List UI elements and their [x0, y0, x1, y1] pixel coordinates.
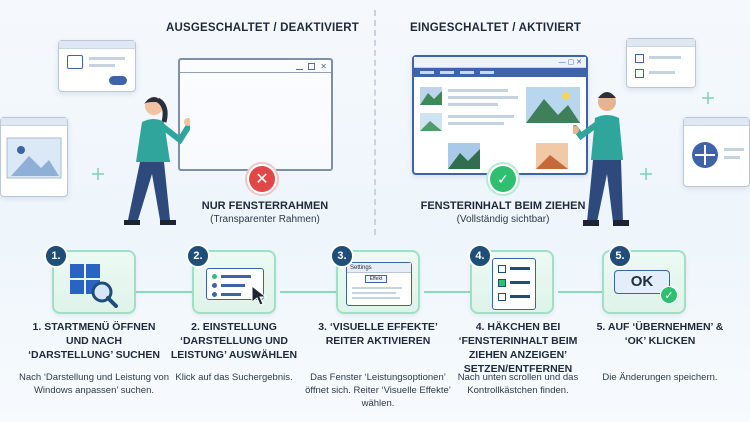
- minimize-icon: [296, 63, 304, 70]
- disabled-badge: ✕: [245, 162, 279, 196]
- step-2-card: [192, 250, 276, 314]
- decor-profile-window: [58, 40, 136, 92]
- check-icon: ✓: [490, 166, 516, 192]
- mini-window-tab: Effekt: [365, 275, 387, 283]
- decor-windows-window: [683, 117, 750, 187]
- full-content-window: — ▢ ✕: [412, 55, 588, 175]
- off-subcaption: (Transparenter Rahmen): [210, 214, 320, 225]
- step-2-description: Klick auf das Suchergebnis.: [175, 372, 293, 383]
- step-connector: [558, 291, 602, 293]
- step-1-title: 1. Startmenü öffnen und nach ‘Darstellun…: [28, 321, 160, 361]
- user-icon: [67, 55, 83, 69]
- checkbox-icon: [635, 54, 644, 63]
- decor-checklist-window: [626, 38, 696, 88]
- mini-window-title: Settings: [347, 263, 411, 273]
- landscape-icon: [448, 143, 480, 169]
- landscape-icon: [526, 87, 580, 123]
- off-title: AUSGESCHALTET / DEAKTIVIERT: [166, 22, 360, 34]
- on-caption: FENSTERINHALT BEIM ZIEHEN: [420, 200, 586, 212]
- step-5-title: 5. Auf ‘Übernehmen’ & ‘OK’ klicken: [596, 321, 724, 347]
- step-4-title: 4. Häkchen bei ‘Fensterinhalt beim Ziehe…: [458, 321, 578, 375]
- sparkle-icon: [702, 92, 714, 104]
- settings-window-icon: Settings Effekt: [346, 262, 412, 306]
- step-3-description: Das Fenster ‘Leistungsoptionen’ öffnet s…: [305, 372, 451, 409]
- step-connector: [136, 291, 192, 293]
- step-5-card: OK ✓: [602, 250, 686, 314]
- close-icon: ✕: [249, 166, 275, 192]
- windows-logo-icon: [692, 142, 718, 168]
- step-connector: [424, 291, 470, 293]
- on-subcaption: (Vollständig sichtbar): [456, 214, 550, 225]
- step-5-description: Die Änderungen speichern.: [602, 372, 718, 383]
- transparent-window-frame: ✕: [178, 58, 333, 171]
- maximize-icon: [308, 63, 316, 70]
- enabled-badge: ✓: [486, 162, 520, 196]
- cursor-icon: [251, 284, 268, 306]
- step-1-description: Nach ‘Darstellung und Leistung von Windo…: [19, 372, 169, 396]
- sparkle-icon: [640, 168, 652, 180]
- windows-search-icon: [70, 264, 118, 308]
- landscape-icon: [536, 143, 568, 169]
- checkbox-icon: [635, 69, 644, 78]
- person-dragging-frame-illustration: [124, 97, 190, 225]
- close-icon: ✕: [320, 62, 327, 71]
- step-4-description: Nach unten scrollen und das Kontrollkäst…: [457, 372, 579, 396]
- step-4-number: 4.: [468, 244, 492, 268]
- step-1-number: 1.: [44, 244, 68, 268]
- cursor-list-icon: [206, 268, 264, 300]
- step-5-number: 5.: [608, 244, 632, 268]
- step-2-title: 2. Einstellung ‘Darstellung und Leistung…: [170, 321, 298, 361]
- step-3-number: 3.: [330, 244, 354, 268]
- checklist-icon: [492, 258, 536, 310]
- sparkle-icon: [92, 168, 104, 180]
- person-dragging-window-illustration: [573, 92, 629, 226]
- step-4-card: [470, 250, 554, 314]
- landscape-icon: [420, 113, 442, 131]
- step-3-title: 3. ‘Visuelle Effekte’ Reiter aktivieren: [318, 321, 438, 347]
- off-caption: NUR FENSTERRAHMEN: [201, 200, 329, 212]
- step-connector: [280, 291, 336, 293]
- toggle-icon: [109, 76, 127, 85]
- section-divider: [374, 10, 376, 235]
- landscape-icon: [420, 87, 442, 105]
- on-title: EINGESCHALTET / AKTIVIERT: [410, 22, 582, 34]
- step-3-card: Settings Effekt: [336, 250, 420, 314]
- landscape-icon: [6, 137, 62, 179]
- decor-image-window: [0, 117, 68, 197]
- step-2-number: 2.: [186, 244, 210, 268]
- check-icon: ✓: [660, 286, 678, 304]
